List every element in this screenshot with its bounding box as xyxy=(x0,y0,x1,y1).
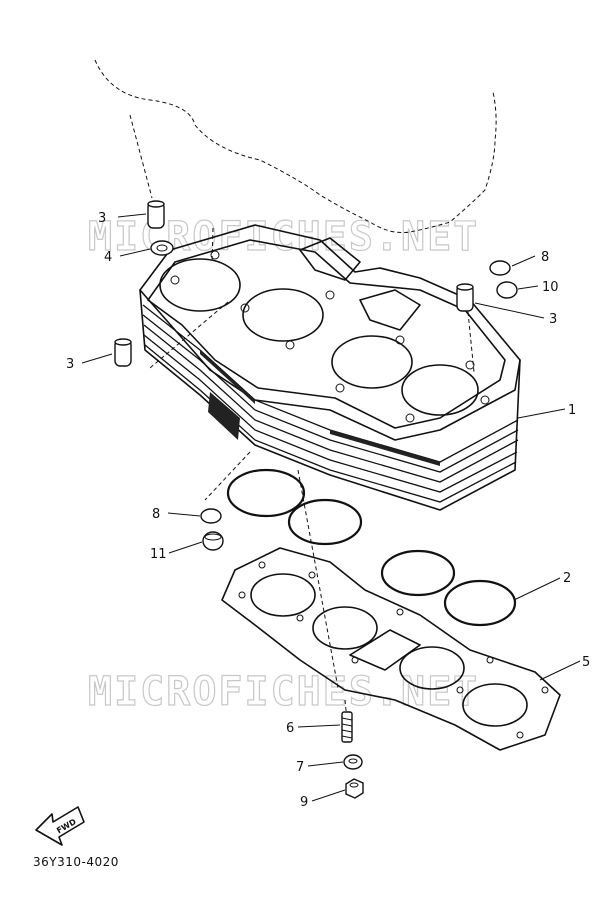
callout-2: 2 xyxy=(563,571,571,586)
callout-8-upper: 8 xyxy=(541,250,549,265)
stud-bolt xyxy=(341,711,353,743)
callout-8-lower: 8 xyxy=(152,507,160,522)
alignment-line-dowel xyxy=(129,114,153,199)
callout-3-upper: 3 xyxy=(98,211,106,226)
cylinder-block xyxy=(139,224,521,511)
crankcase-outline xyxy=(94,59,497,233)
callout-7: 7 xyxy=(296,760,304,775)
nut-9 xyxy=(345,778,364,799)
callout-10: 10 xyxy=(542,280,559,295)
callout-3-left: 3 xyxy=(66,357,74,372)
dowel-pin-right xyxy=(456,283,474,312)
cap-nut-lower xyxy=(200,508,222,524)
cap-nut-upper xyxy=(489,260,511,276)
alignment-line-center xyxy=(149,301,229,369)
fwd-arrow-icon: FWD xyxy=(35,806,85,846)
plug-11 xyxy=(202,531,224,551)
callout-11: 11 xyxy=(150,547,167,562)
cylinder-gasket xyxy=(221,547,561,751)
nut-10 xyxy=(496,281,518,299)
callout-3-right: 3 xyxy=(549,312,557,327)
callout-9: 9 xyxy=(300,795,308,810)
leader-lines xyxy=(81,213,581,802)
callout-1: 1 xyxy=(568,403,576,418)
callout-4: 4 xyxy=(104,250,112,265)
o-ring-washer-upper xyxy=(150,240,174,256)
o-rings xyxy=(226,468,517,627)
watermark-bottom: MICROFICHES.NET xyxy=(88,669,479,715)
watermark-top: MICROFICHES.NET xyxy=(88,214,479,260)
washer-7 xyxy=(343,754,363,770)
callout-6: 6 xyxy=(286,721,294,736)
alignment-line-gasket xyxy=(297,469,339,689)
alignment-line-left xyxy=(211,227,214,263)
diagram-code: 36Y310-4020 xyxy=(33,855,119,869)
alignment-line-stud xyxy=(204,451,251,501)
dowel-pin-left xyxy=(114,338,132,367)
callout-5: 5 xyxy=(582,655,590,670)
dowel-pin-upper-left xyxy=(147,200,165,229)
